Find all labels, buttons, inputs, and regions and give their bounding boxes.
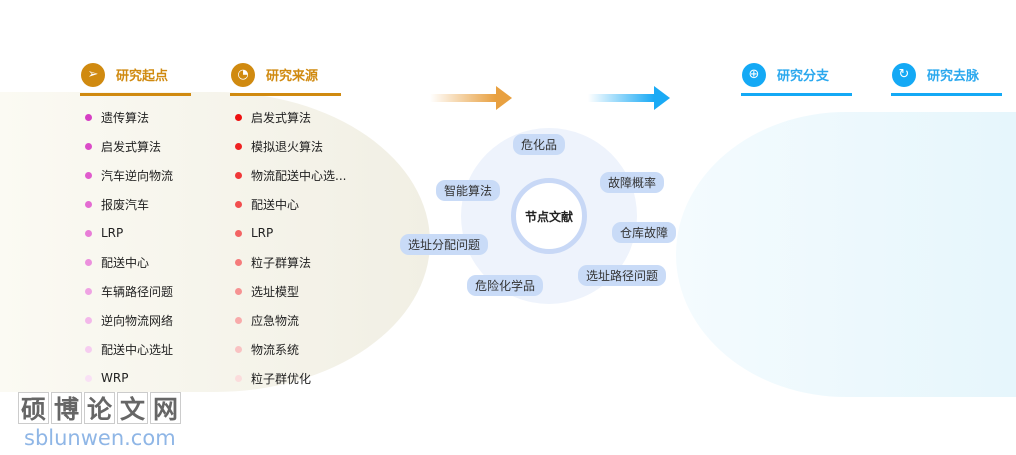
- keyword-label: 逆向物流网络: [101, 313, 174, 328]
- header-research-trend: ↻ 研究去脉: [891, 56, 1002, 96]
- keyword-list-item[interactable]: 配送中心: [85, 254, 149, 270]
- keyword-label: 遗传算法: [101, 110, 150, 125]
- keyword-list-item[interactable]: 配送中心选址: [85, 341, 173, 357]
- header-research-start: ➢ 研究起点: [80, 56, 191, 96]
- right-background: [676, 112, 1016, 397]
- keyword-label: 报废汽车: [101, 197, 150, 212]
- bullet-dot-icon: [235, 200, 242, 208]
- bullet-dot-icon: [85, 345, 92, 353]
- bullet-dot-icon: [235, 258, 242, 266]
- bullet-dot-icon: [85, 287, 92, 295]
- keyword-label: 选址模型: [251, 284, 300, 299]
- bullet-dot-icon: [85, 258, 92, 266]
- keyword-list-item[interactable]: 遗传算法: [85, 109, 149, 125]
- keyword-list-item[interactable]: 配送中心: [235, 196, 299, 212]
- center-node[interactable]: 节点文献: [511, 178, 587, 254]
- keyword-list-item[interactable]: 粒子群算法: [235, 254, 311, 270]
- keyword-list-item[interactable]: 模拟退火算法: [235, 138, 323, 154]
- bullet-dot-icon: [235, 316, 242, 324]
- bullet-dot-icon: [85, 113, 92, 121]
- keyword-tag[interactable]: 故障概率: [600, 172, 665, 193]
- bullet-dot-icon: [235, 171, 242, 179]
- bullet-dot-icon: [235, 229, 242, 237]
- keyword-label: LRP: [101, 226, 124, 240]
- keyword-label: LRP: [251, 226, 274, 240]
- keyword-list-item[interactable]: 报废汽车: [85, 196, 149, 212]
- header-research-branch: ⊕ 研究分支: [741, 56, 852, 96]
- keyword-list-item[interactable]: 选址模型: [235, 283, 299, 299]
- keyword-tag[interactable]: 选址分配问题: [400, 234, 489, 255]
- keyword-label: 配送中心: [251, 197, 300, 212]
- keyword-list-item[interactable]: 逆向物流网络: [85, 312, 173, 328]
- refresh-icon: ↻: [892, 62, 916, 87]
- bullet-dot-icon: [235, 345, 242, 353]
- left-background: [0, 92, 430, 392]
- keyword-list-item[interactable]: 粒子群优化: [235, 370, 311, 386]
- bullet-dot-icon: [235, 142, 242, 150]
- send-icon: ➢: [81, 62, 105, 87]
- keyword-label: 应急物流: [251, 313, 300, 328]
- pie-chart-icon: ◔: [231, 62, 255, 87]
- bullet-dot-icon: [85, 200, 92, 208]
- keyword-list-item[interactable]: 启发式算法: [85, 138, 161, 154]
- bullet-dot-icon: [85, 229, 92, 237]
- header-research-source: ◔ 研究来源: [230, 56, 341, 96]
- keyword-label: 物流系统: [251, 342, 300, 357]
- bullet-dot-icon: [235, 374, 242, 382]
- bullet-dot-icon: [85, 374, 92, 382]
- keyword-label: 物流配送中心选...: [251, 168, 347, 183]
- keyword-label: 车辆路径问题: [101, 284, 174, 299]
- bullet-dot-icon: [235, 287, 242, 295]
- keyword-list-item[interactable]: WRP: [85, 370, 128, 386]
- bullet-dot-icon: [85, 171, 92, 179]
- keyword-tag[interactable]: 智能算法: [436, 180, 501, 201]
- keyword-label: 汽车逆向物流: [101, 168, 174, 183]
- keyword-list-item[interactable]: 应急物流: [235, 312, 299, 328]
- keyword-list-item[interactable]: LRP: [85, 225, 123, 241]
- keyword-label: 配送中心选址: [101, 342, 174, 357]
- keyword-label: 粒子群优化: [251, 371, 312, 386]
- watermark-logo: 硕博论文网: [18, 392, 181, 424]
- arrow-right-orange-icon: [430, 86, 512, 110]
- plus-circle-icon: ⊕: [742, 62, 766, 87]
- keyword-tag[interactable]: 危化品: [513, 134, 566, 155]
- watermark-url: sblunwen.com: [24, 426, 176, 450]
- keyword-tag[interactable]: 选址路径问题: [578, 265, 667, 286]
- arrow-right-blue-icon: [588, 86, 670, 110]
- keyword-list-item[interactable]: 物流系统: [235, 341, 299, 357]
- keyword-label: 启发式算法: [251, 110, 312, 125]
- keyword-label: 模拟退火算法: [251, 139, 324, 154]
- keyword-list-item[interactable]: 物流配送中心选...: [235, 167, 346, 183]
- keyword-list-item[interactable]: LRP: [235, 225, 273, 241]
- keyword-label: WRP: [101, 371, 129, 385]
- keyword-list-item[interactable]: 汽车逆向物流: [85, 167, 173, 183]
- bullet-dot-icon: [85, 142, 92, 150]
- bullet-dot-icon: [85, 316, 92, 324]
- bullet-dot-icon: [235, 113, 242, 121]
- keyword-label: 配送中心: [101, 255, 150, 270]
- keyword-tag[interactable]: 危险化学品: [467, 275, 544, 296]
- keyword-list-item[interactable]: 车辆路径问题: [85, 283, 173, 299]
- keyword-label: 启发式算法: [101, 139, 162, 154]
- keyword-label: 粒子群算法: [251, 255, 312, 270]
- keyword-list-item[interactable]: 启发式算法: [235, 109, 311, 125]
- keyword-tag[interactable]: 仓库故障: [612, 222, 677, 243]
